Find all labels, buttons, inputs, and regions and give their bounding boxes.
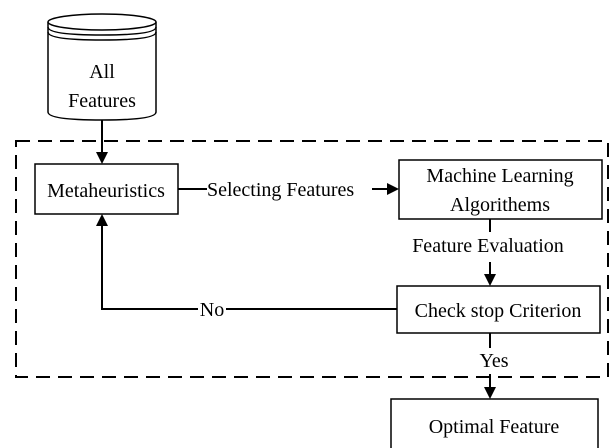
check-stop-box [396, 285, 601, 334]
arrow-no-to-metaheuristics [96, 214, 198, 310]
dashed-loop-region [15, 140, 609, 378]
ml-algorithms-box [398, 159, 603, 220]
no-label: No [200, 299, 224, 321]
ml-algorithms-node: Machine Learning Algorithems [398, 159, 603, 220]
feature-evaluation-label: Feature Evaluation [412, 235, 564, 257]
metaheuristics-label: Metaheuristics [47, 180, 165, 202]
ml-algorithms-label-line2: Algorithems [450, 194, 550, 216]
all-features-label-line1: All [89, 61, 115, 83]
optimal-feature-box [390, 398, 599, 448]
optimal-feature-label: Optimal Feature [429, 416, 560, 438]
all-features-database: All Features [47, 13, 157, 121]
metaheuristics-box [34, 163, 179, 215]
selecting-features-label: Selecting Features [207, 179, 354, 201]
check-stop-label: Check stop Criterion [415, 300, 582, 322]
metaheuristics-node: Metaheuristics [34, 163, 179, 215]
optimal-feature-node: Optimal Feature [390, 398, 599, 448]
yes-label: Yes [479, 350, 508, 372]
check-stop-node: Check stop Criterion [396, 285, 601, 334]
all-features-label-line2: Features [68, 90, 136, 112]
ml-algorithms-label-line1: Machine Learning [426, 165, 573, 187]
